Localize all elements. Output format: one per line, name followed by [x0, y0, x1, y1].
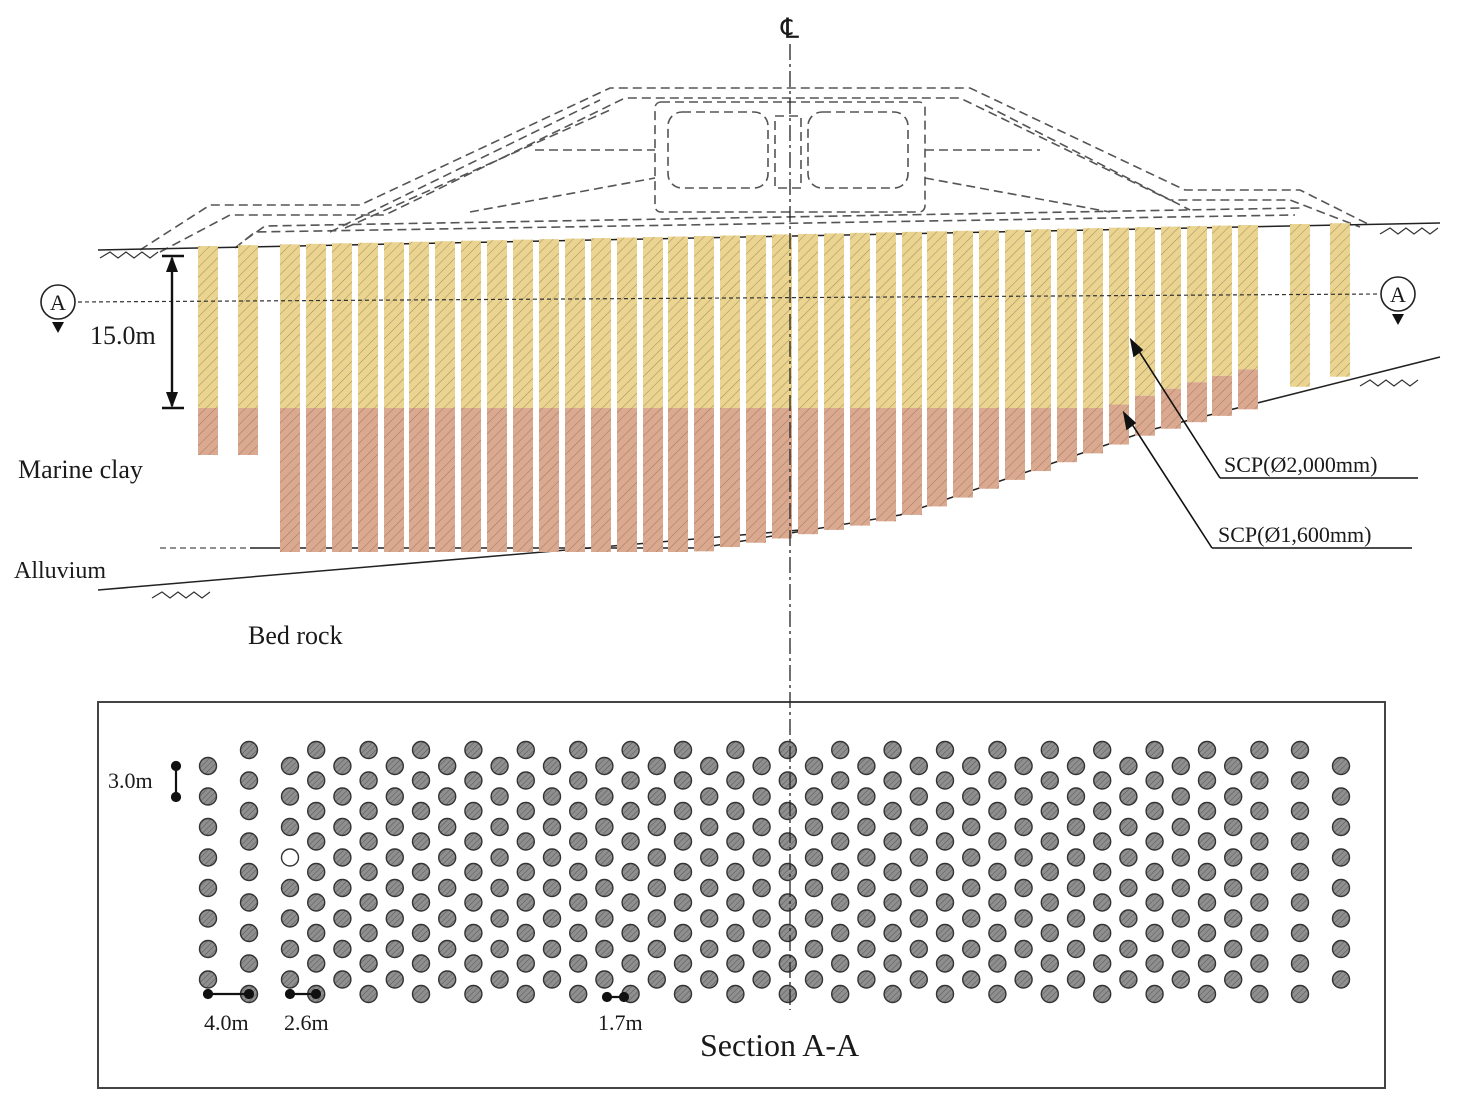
scp-pile — [461, 240, 481, 552]
scp-pile — [358, 242, 378, 552]
scp-pile — [1057, 228, 1077, 463]
bed-rock-label: Bed rock — [248, 621, 343, 650]
scp-pile — [1031, 229, 1051, 472]
scp-pile — [238, 245, 258, 455]
scp-pile — [927, 231, 947, 507]
scp-pile — [979, 230, 999, 489]
alluvium-label: Alluvium — [14, 558, 106, 584]
scp-pile — [435, 241, 455, 552]
scp-pile — [487, 240, 507, 552]
scp-pile — [720, 235, 740, 548]
scp-pile — [694, 236, 714, 552]
depth-dimension-label: 15.0m — [90, 321, 156, 350]
scp-pile — [198, 245, 218, 455]
scp-pile — [1290, 224, 1310, 387]
scp-pile — [280, 244, 300, 552]
section-marker-right-label: A — [1390, 282, 1406, 307]
embankment-outline — [139, 87, 1371, 253]
scp-pile — [798, 233, 818, 535]
scp-pile — [513, 239, 533, 552]
scp-pile — [953, 230, 973, 498]
scp-pile — [1238, 225, 1258, 410]
section-line-a-a: A A — [40, 276, 1416, 333]
scp-pile — [332, 243, 352, 552]
scp-pile — [565, 238, 585, 552]
scp-pile — [384, 242, 404, 552]
scp-pile — [1161, 226, 1181, 429]
section-marker-right — [1380, 276, 1416, 312]
scp-pile — [1005, 229, 1025, 480]
scp-pile — [1330, 223, 1350, 377]
scp-callouts — [1122, 337, 1418, 549]
centerline-symbol: ℄ — [780, 14, 799, 45]
scp-small-label: SCP(Ø1,600mm) — [1218, 522, 1371, 547]
scp-pile — [772, 234, 792, 539]
section-plan-pile-grid — [198, 740, 1351, 1004]
scp-large-label: SCP(Ø2,000mm) — [1224, 452, 1377, 477]
ground-marks — [99, 227, 1439, 599]
scp-pile — [306, 243, 326, 552]
scp-pile — [824, 233, 844, 530]
scp-pile — [902, 231, 922, 515]
spacing-vertical-label: 3.0m — [108, 768, 153, 793]
scp-pile — [876, 232, 896, 522]
sand-compaction-piles — [198, 223, 1350, 552]
scp-pile — [539, 239, 559, 552]
scp-pile — [746, 234, 766, 543]
spacing-a-label: 4.0m — [204, 1010, 249, 1035]
spacing-b-label: 2.6m — [284, 1010, 329, 1035]
scp-pile — [850, 232, 870, 526]
plan-dimensions — [170, 760, 630, 1003]
marine-clay-label: Marine clay — [18, 455, 143, 484]
scp-pile — [1109, 227, 1129, 445]
pile-circle — [280, 848, 300, 867]
scp-pile — [617, 237, 637, 552]
scp-pile — [1212, 225, 1232, 416]
section-marker-left-label: A — [50, 290, 66, 315]
section-marker-left — [40, 284, 76, 320]
section-title: Section A-A — [700, 1027, 859, 1063]
scp-pile — [591, 238, 611, 552]
scp-pile — [668, 236, 688, 552]
spacing-c-label: 1.7m — [598, 1010, 643, 1035]
depth-dimension — [162, 254, 184, 410]
scp-pile — [409, 241, 429, 552]
scp-pile — [1135, 227, 1155, 436]
scp-pile — [643, 237, 663, 552]
scp-pile — [1187, 226, 1207, 423]
scp-pile — [1083, 228, 1103, 454]
